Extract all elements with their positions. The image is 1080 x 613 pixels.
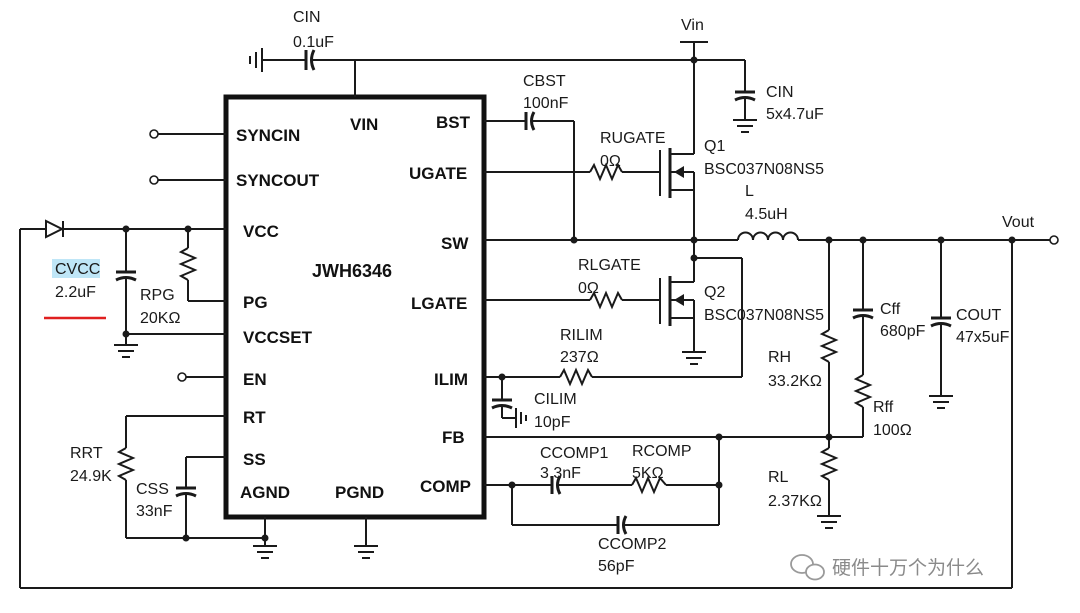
ic-body [223,94,487,520]
cout-capacitor [929,240,953,409]
pin-fb: FB [442,428,465,447]
cin-top-value: 0.1uF [293,34,334,51]
ccomp2-capacitor [512,515,719,535]
rlgate-value: 0Ω [578,280,599,297]
ccomp2-name: CCOMP2 [598,536,667,553]
vout-terminal [1049,235,1059,245]
rilim-value: 237Ω [560,349,599,366]
pin-agnd: AGND [240,483,290,502]
pin-lgate: LGATE [411,294,467,313]
vin-label: Vin [681,17,704,34]
cvcc-name: CVCC [55,261,100,278]
rpg-resistor [178,247,198,281]
css-name: CSS [136,481,169,498]
cvcc-capacitor [114,229,138,358]
rff-resistor [853,374,873,408]
pin-bst: BST [436,113,471,132]
pin-vccset: VCCSET [243,328,313,347]
rugate-resistor [589,162,623,182]
syncout-terminal [149,175,159,185]
pin-syncout: SYNCOUT [236,171,320,190]
pin-en: EN [243,370,267,389]
rilim-resistor [559,367,593,387]
pin-ugate: UGATE [409,164,467,183]
vout-label: Vout [1002,214,1035,231]
pin-vin: VIN [350,115,378,134]
rh-resistor [819,329,839,363]
pin-vcc: VCC [243,222,279,241]
rrt-resistor [116,447,136,481]
q2-mosfet [659,240,706,365]
cff-capacitor [852,240,874,375]
ground-symbol [249,48,263,72]
syncin-terminal [149,129,159,139]
rcomp-name: RCOMP [632,443,692,460]
rugate-value: 0Ω [600,153,621,170]
cff-name: Cff [880,301,901,318]
rl-resistor [819,447,839,481]
pin-comp: COMP [420,477,471,496]
cin-bulk-capacitor [733,60,757,133]
cilim-capacitor [491,377,527,428]
cff-value: 680pF [880,323,926,340]
pin-syncin: SYNCIN [236,126,300,145]
ccomp1-value: 3.3nF [540,465,581,482]
cilim-value: 10pF [534,414,571,431]
pin-ilim: ILIM [434,370,468,389]
cilim-name: CILIM [534,391,577,408]
cin-top-name: CIN [293,9,321,26]
css-capacitor [175,457,197,538]
cvcc-value: 2.2uF [55,284,96,301]
cout-value: 47x5uF [956,329,1010,346]
l-value: 4.5uH [745,206,788,223]
watermark: 硬件十万个为什么 [790,554,984,581]
chip-name: JWH6346 [312,261,392,281]
cout-name: COUT [956,307,1002,324]
cbst-value: 100nF [523,95,569,112]
en-terminal [177,372,187,382]
q2-name: Q2 [704,284,725,301]
pin-pgnd: PGND [335,483,384,502]
inductor-l [737,231,799,241]
pin-sw: SW [441,234,469,253]
rlgate-resistor [589,290,623,310]
cin-bulk-name: CIN [766,84,794,101]
rl-name: RL [768,469,789,486]
cbst-name: CBST [523,73,566,90]
q1-part: BSC037N08NS5 [704,161,824,178]
ccomp2-value: 56pF [598,558,635,575]
rcomp-resistor [631,475,667,495]
cin-bulk-value: 5x4.7uF [766,106,824,123]
q1-mosfet [659,140,695,240]
ccomp1-capacitor [550,475,632,495]
q2-part: BSC037N08NS5 [704,307,824,324]
rrt-value: 24.9K [70,468,112,485]
rff-name: Rff [873,399,894,416]
cbst-capacitor [484,111,575,240]
rpg-value: 20KΩ [140,310,180,327]
rff-value: 100Ω [873,422,912,439]
ccomp1-name: CCOMP1 [540,445,609,462]
watermark-text: 硬件十万个为什么 [832,557,984,579]
wechat-icon [790,554,825,581]
rugate-name: RUGATE [600,130,665,147]
css-value: 33nF [136,503,173,520]
pin-rt: RT [243,408,266,427]
rilim-name: RILIM [560,327,603,344]
cin-top-capacitor [262,49,694,97]
q1-name: Q1 [704,138,725,155]
rh-name: RH [768,349,791,366]
l-name: L [745,183,754,200]
pin-ss: SS [243,450,266,469]
diode-symbol [45,219,65,239]
rh-value: 33.2KΩ [768,373,822,390]
rpg-name: RPG [140,287,175,304]
rlgate-name: RLGATE [578,257,641,274]
cvcc-highlight [52,259,100,278]
rrt-name: RRT [70,445,103,462]
rcomp-value: 5KΩ [632,465,664,482]
rl-value: 2.37KΩ [768,493,822,510]
pin-pg: PG [243,293,268,312]
